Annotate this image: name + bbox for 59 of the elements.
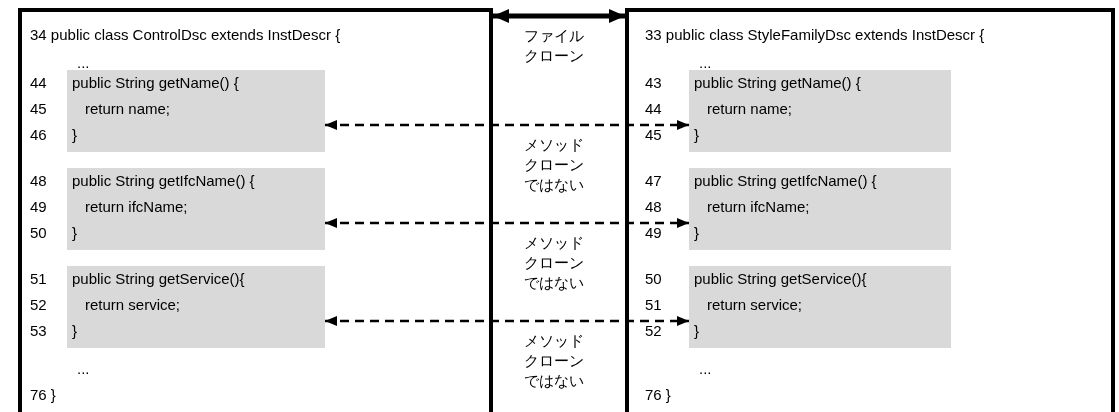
code-line: return service; [707, 296, 803, 314]
ellipsis-text: ... [77, 360, 90, 378]
code-line: } [694, 224, 699, 242]
code-line: 76 } [645, 386, 671, 404]
code-line: } [694, 322, 699, 340]
code-line: return service; [85, 296, 181, 314]
line-number: 51 [30, 270, 47, 288]
code-line: 33 public class StyleFamilyDsc extends InstDescr { [645, 26, 985, 44]
code-line: public String getService(){ [694, 270, 867, 288]
ellipsis-text: ... [77, 54, 90, 72]
arrow [325, 120, 689, 130]
code-line: return name; [85, 100, 171, 118]
line-number: 46 [30, 126, 47, 144]
code-block [67, 70, 325, 152]
code-line: return name; [707, 100, 793, 118]
code-line: public String getService(){ [72, 270, 245, 288]
arrow [325, 218, 689, 228]
edge-label: メソッドクローンではない [523, 135, 584, 195]
line-number: 44 [30, 74, 47, 92]
line-number: 48 [30, 172, 47, 190]
code-line: public String getName() { [72, 74, 239, 92]
edge-label: メソッドクローンではない [523, 233, 584, 293]
line-number: 45 [645, 126, 662, 144]
code-line: } [72, 126, 77, 144]
line-number: 50 [645, 270, 662, 288]
arrow [493, 9, 625, 23]
code-line: 76 } [30, 386, 56, 404]
code-line: public String getIfcName() { [694, 172, 877, 190]
line-number: 52 [30, 296, 47, 314]
line-number: 44 [645, 100, 662, 118]
line-number: 50 [30, 224, 47, 242]
line-number: 45 [30, 100, 47, 118]
code-block [689, 266, 951, 348]
line-number: 49 [645, 224, 662, 242]
code-line: } [694, 126, 699, 144]
edge-label: メソッドクローンではない [523, 331, 584, 391]
code-line: public String getIfcName() { [72, 172, 255, 190]
line-number: 43 [645, 74, 662, 92]
code-line: } [72, 322, 77, 340]
code-block [67, 266, 325, 348]
code-block [67, 168, 325, 250]
code-line: 34 public class ControlDsc extends InstDescr { [30, 26, 341, 44]
ellipsis-text: ... [699, 360, 712, 378]
line-number: 51 [645, 296, 662, 314]
code-file-panel [18, 8, 493, 412]
code-block [689, 70, 951, 152]
line-number: 47 [645, 172, 662, 190]
code-line: return ifcName; [707, 198, 810, 216]
code-block [689, 168, 951, 250]
line-number: 49 [30, 198, 47, 216]
line-number: 52 [645, 322, 662, 340]
code-line: public String getName() { [694, 74, 861, 92]
code-line: } [72, 224, 77, 242]
code-file-panel [625, 8, 1115, 412]
line-number: 53 [30, 322, 47, 340]
line-number: 48 [645, 198, 662, 216]
arrow [325, 316, 689, 326]
code-line: return ifcName; [85, 198, 188, 216]
ellipsis-text: ... [699, 54, 712, 72]
